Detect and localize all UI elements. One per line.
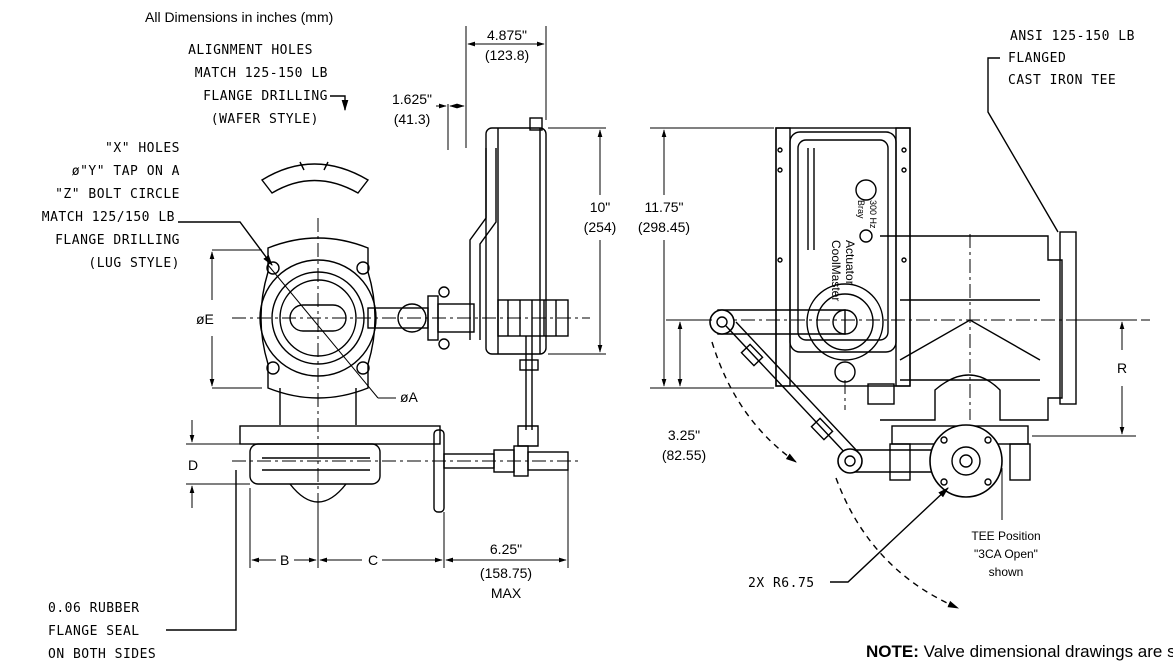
callout-line: FLANGED [1008, 51, 1066, 66]
note-body: Valve dimensional drawings are sh [919, 642, 1173, 661]
callout-line: "3CA Open" [974, 547, 1038, 561]
dimension-10: 10" (254) [548, 127, 617, 355]
dim-inch: 10" [590, 199, 611, 215]
dimension-1-625: 1.625" (41.3) [392, 91, 465, 150]
note-label: NOTE: [866, 642, 919, 661]
valve-front-view [232, 117, 590, 560]
dimension-D: D [186, 420, 250, 508]
dimension-6-25: 6.25" (158.75) MAX [445, 470, 569, 601]
callout-line: 0.06 RUBBER [48, 601, 140, 616]
dimension-label: D [188, 457, 198, 473]
callout-line: ALIGNMENT HOLES [188, 43, 313, 58]
callout-line: shown [989, 565, 1024, 579]
dim-mm: (123.8) [485, 47, 529, 63]
dim-inch: 3.25" [668, 427, 700, 443]
dimension-4-875: 4.875" (123.8) [465, 26, 547, 148]
dimension-B-C: B C [249, 488, 445, 568]
callout-line: (LUG STYLE) [88, 256, 180, 271]
callout-line: 2X R6.75 [748, 576, 815, 591]
actuator-label: CoolMaster [829, 240, 843, 301]
callout-line: (WAFER STYLE) [211, 112, 319, 127]
callout-line: TEE Position [971, 529, 1040, 543]
dimension-label: øE [196, 311, 214, 327]
dimension-phiA: øA [378, 389, 419, 405]
callout-line: FLANGE DRILLING [55, 233, 180, 248]
dimension-label: C [368, 552, 378, 568]
dim-mm: (158.75) [480, 565, 532, 581]
dimension-label: øA [400, 389, 419, 405]
wafer-alignment-ring-icon [260, 161, 370, 194]
callout-line: FLANGE DRILLING [203, 89, 328, 104]
valve-top-view [232, 425, 580, 513]
callout-line: MATCH 125/150 LB [42, 210, 175, 225]
dim-mm: (298.45) [638, 219, 690, 235]
actuator-label: Actuator [843, 240, 857, 285]
units-note: All Dimensions in inches (mm) [145, 9, 333, 25]
dimension-label: R [1117, 360, 1127, 376]
dim-inch: 11.75" [645, 199, 684, 215]
dimension-phiE: øE [196, 249, 262, 389]
dimension-R: R [1032, 319, 1136, 437]
dim-suffix: MAX [491, 585, 522, 601]
dim-mm: (41.3) [394, 111, 431, 127]
callout-line: MATCH 125-150 LB [195, 66, 328, 81]
alignment-holes-callout: ALIGNMENT HOLES MATCH 125-150 LB FLANGE … [188, 43, 349, 127]
callout-line: FLANGE SEAL [48, 624, 140, 639]
tee-side-view: CoolMaster Actuator Bray 300 Hz [666, 127, 1150, 609]
dimension-3-25: 3.25" (82.55) [662, 319, 712, 463]
dim-mm: (82.55) [662, 447, 706, 463]
note-text: NOTE: Valve dimensional drawings are sh [866, 642, 1173, 661]
dimension-label: B [280, 552, 289, 568]
actuator-label: 300 Hz [868, 200, 878, 229]
callout-line: ANSI 125-150 LB [1010, 29, 1135, 44]
dim-inch: 6.25" [490, 541, 522, 557]
callout-line: "X" HOLES [105, 141, 180, 156]
tee-callout: ANSI 125-150 LB FLANGED CAST IRON TEE [987, 29, 1135, 233]
callout-line: ø"Y" TAP ON A [72, 164, 180, 179]
actuator-label: Bray [856, 200, 866, 219]
dim-inch: 4.875" [487, 27, 527, 43]
callout-line: ON BOTH SIDES [48, 647, 156, 662]
callout-line: "Z" BOLT CIRCLE [55, 187, 180, 202]
radius-callout: 2X R6.75 [748, 487, 949, 591]
tee-position-label: TEE Position "3CA Open" shown [971, 468, 1041, 579]
rubber-seal-callout: 0.06 RUBBER FLANGE SEAL ON BOTH SIDES [48, 470, 237, 662]
lug-holes-callout: "X" HOLES ø"Y" TAP ON A "Z" BOLT CIRCLE … [42, 141, 273, 271]
dim-mm: (254) [584, 219, 617, 235]
callout-line: CAST IRON TEE [1008, 73, 1116, 88]
dim-inch: 1.625" [392, 91, 432, 107]
